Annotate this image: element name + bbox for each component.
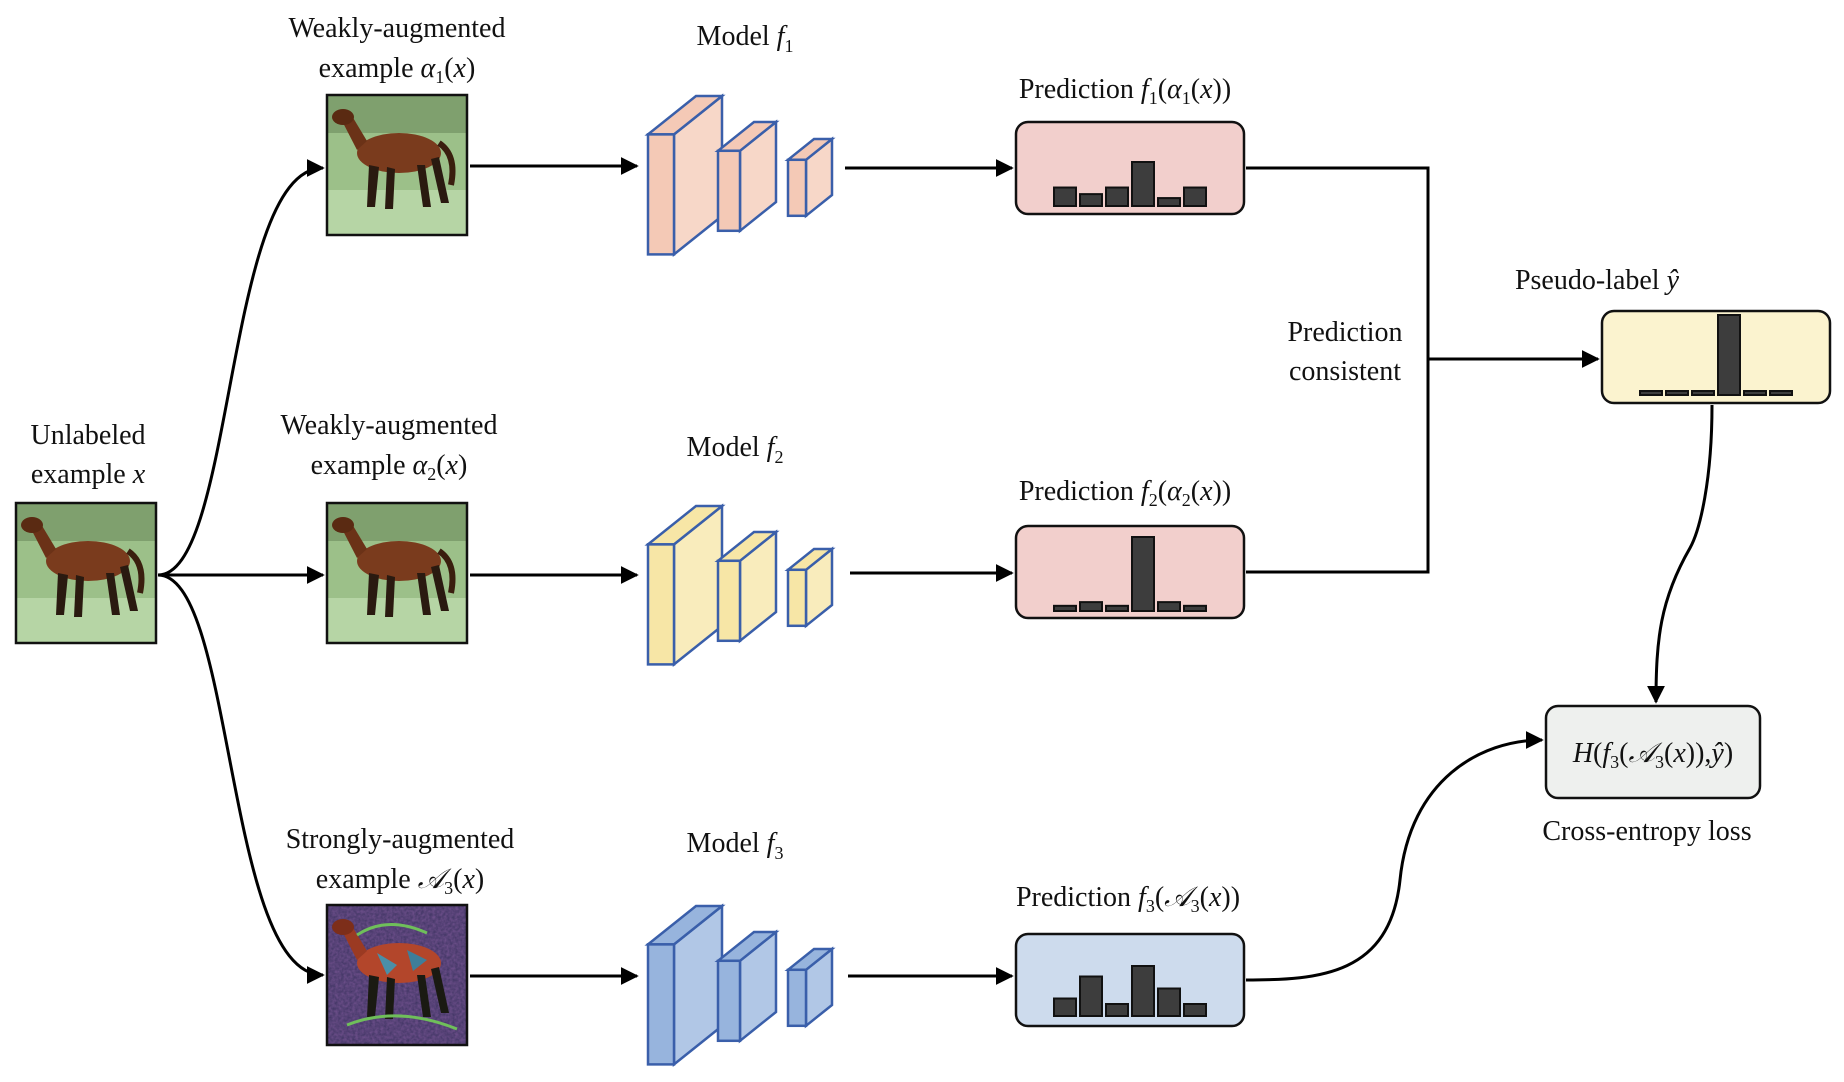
prediction2-bars	[1053, 536, 1207, 613]
bar-6	[1183, 186, 1207, 208]
weak1-label-line1: Weakly-augmented	[289, 13, 506, 44]
bar-2	[1079, 601, 1103, 612]
prediction3-bars	[1053, 965, 1207, 1017]
model2-layer1-front	[646, 543, 676, 666]
model1-block	[644, 93, 836, 258]
unlabeled-label-line1: Unlabeled	[30, 420, 145, 451]
pseudo-label-bars	[1639, 314, 1793, 396]
bar-5	[1157, 197, 1181, 208]
consistent-label-line2: consistent	[1289, 356, 1401, 387]
bar-3	[1105, 186, 1129, 208]
bar-1	[1639, 390, 1663, 396]
loss-caption: Cross-entropy loss	[1542, 816, 1751, 847]
weak1-label-line2: example α1(x)	[319, 53, 476, 87]
model1-layer3-front	[786, 158, 808, 218]
arrows	[157, 157, 1714, 985]
model3-label: Model f3	[687, 828, 784, 863]
bar-4	[1131, 965, 1155, 1017]
loss-box	[1544, 704, 1762, 800]
bar-6	[1183, 604, 1207, 613]
model2-label: Model f2	[687, 432, 784, 467]
weak2-image	[327, 503, 467, 643]
model1-layer1-front	[646, 133, 676, 256]
weak2-label-line2: example α2(x)	[311, 450, 468, 484]
unlabeled-image	[16, 503, 156, 643]
model3-layer3-front	[786, 968, 808, 1028]
model3-layer2-front	[716, 959, 742, 1043]
bar-1	[1053, 997, 1077, 1017]
arrow-to-weak1	[157, 159, 325, 577]
bar-6	[1769, 390, 1793, 396]
line-pred1-merge	[1246, 166, 1430, 574]
prediction2-box	[1014, 524, 1246, 620]
bar-2	[1665, 390, 1689, 396]
bar-3	[1691, 390, 1715, 396]
arrow-to-strong	[157, 573, 325, 984]
prediction3-label: Prediction f3(𝒜3(x))	[1016, 882, 1240, 916]
strong-label-line1: Strongly-augmented	[286, 824, 515, 855]
strong-image	[327, 905, 467, 1045]
strong-label-line2: example 𝒜3(x)	[316, 864, 484, 898]
weak2-label-line1: Weakly-augmented	[281, 410, 498, 441]
model1-label: Model f1	[697, 21, 794, 56]
prediction2-label: Prediction f2(α2(x))	[1019, 476, 1231, 510]
bar-5	[1743, 390, 1767, 396]
bar-4	[1717, 314, 1741, 396]
bar-1	[1053, 186, 1077, 208]
bar-5	[1157, 601, 1181, 612]
bar-3	[1105, 604, 1129, 613]
model3-layer1-front	[646, 943, 676, 1066]
models	[644, 93, 836, 1068]
pseudo-label-title: Pseudo-label ŷ	[1515, 265, 1680, 296]
consistent-label-line1: Prediction	[1287, 317, 1402, 348]
prediction1-box	[1014, 120, 1246, 216]
bar-4	[1131, 536, 1155, 612]
model2-layer2-front	[716, 559, 742, 643]
model3-block	[644, 903, 836, 1068]
bar-2	[1079, 975, 1103, 1017]
prediction3-box	[1014, 932, 1246, 1028]
model1-layer2-front	[716, 149, 742, 233]
model2-block	[644, 503, 836, 668]
bar-4	[1131, 161, 1155, 207]
loss-formula: H(f3(𝒜3(x)),ŷ)	[1572, 738, 1733, 772]
prediction1-bars	[1053, 161, 1207, 208]
arrow-pred3-loss	[1245, 731, 1544, 982]
pseudo-label-box	[1600, 309, 1832, 405]
bar-2	[1079, 193, 1103, 207]
arrow-pseudo-loss	[1647, 404, 1714, 704]
unlabeled-label-line2: example x	[31, 459, 146, 490]
prediction1-label: Prediction f1(α1(x))	[1019, 74, 1231, 108]
weak1-image	[327, 95, 467, 235]
bar-6	[1183, 1003, 1207, 1017]
bar-5	[1157, 987, 1181, 1017]
bar-1	[1053, 604, 1077, 613]
model2-layer3-front	[786, 568, 808, 628]
bar-3	[1105, 1003, 1129, 1017]
